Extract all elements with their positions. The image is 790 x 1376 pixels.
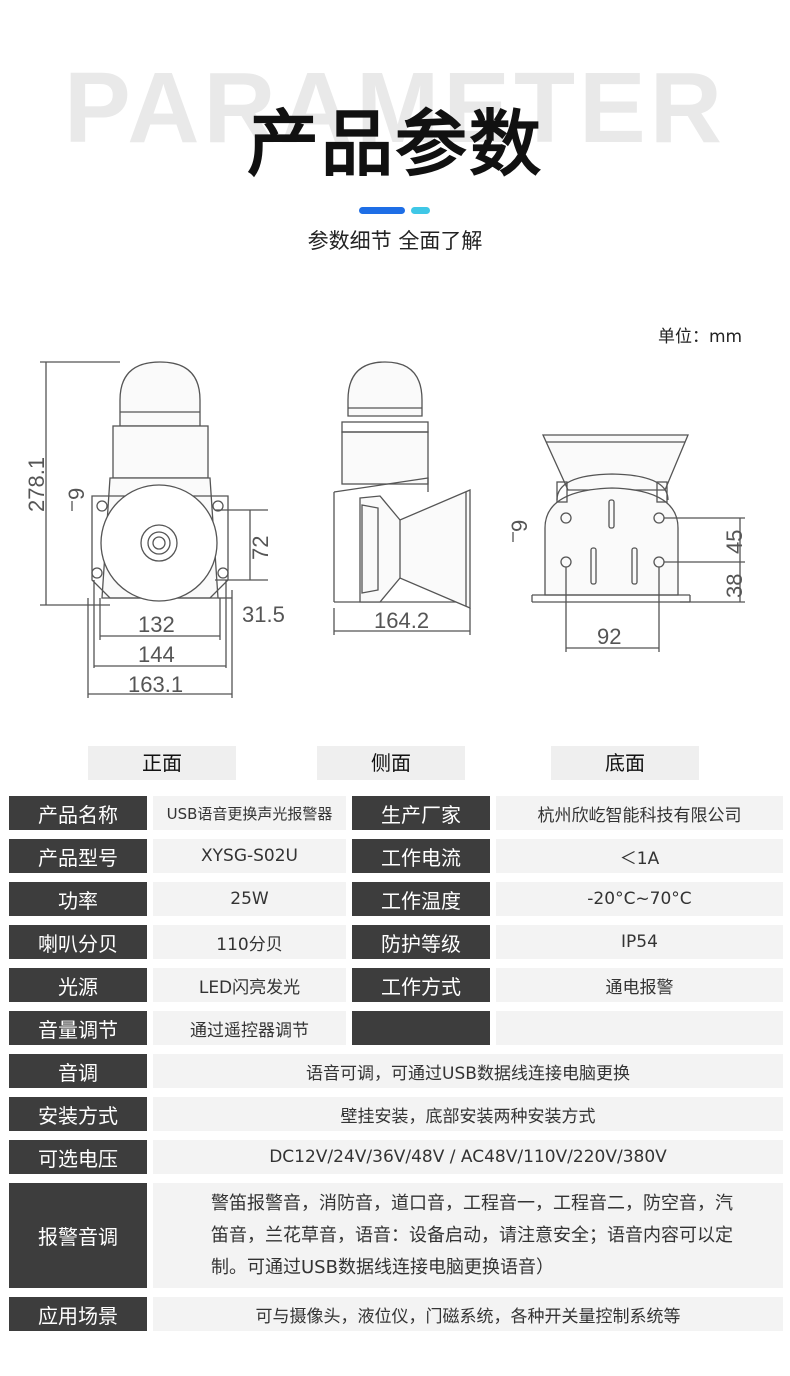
- spec-value: 警笛报警音，消防音，道口音，工程音一，工程音二，防空音，汽笛音，兰花草音，语音：…: [153, 1183, 783, 1288]
- accent-bar-blue: [359, 207, 405, 214]
- dim-front-315: 31.5: [242, 602, 285, 627]
- spec-row: 应用场景 可与摄像头，液位仪，门磁系统，各种开关量控制系统等: [9, 1297, 783, 1331]
- spec-key: 生产厂家: [352, 796, 490, 830]
- spec-key: 防护等级: [352, 925, 490, 959]
- dim-bottom-45: 45: [722, 530, 747, 554]
- spec-row: 产品名称 USB语音更换声光报警器 生产厂家 杭州欣屹智能科技有限公司: [9, 796, 783, 830]
- spec-row: 功率 25W 工作温度 -20°C~70°C: [9, 882, 783, 916]
- spec-value: 110分贝: [153, 925, 346, 959]
- page-title: 产品参数: [246, 102, 543, 186]
- background-word: PARAMETER: [64, 52, 726, 164]
- spec-key: 产品名称: [9, 796, 147, 830]
- spec-value: 可与摄像头，液位仪，门磁系统，各种开关量控制系统等: [153, 1297, 783, 1331]
- view-label-side: 侧面: [317, 746, 465, 780]
- spec-key: 报警音调: [9, 1183, 147, 1288]
- dim-bottom-38: 38: [722, 574, 747, 598]
- spec-value: ＜1A: [496, 839, 783, 873]
- accent-bar-cyan: [411, 207, 430, 214]
- page-subtitle: 参数细节 全面了解: [307, 229, 483, 253]
- spec-value: 语音可调，可通过USB数据线连接电脑更换: [153, 1054, 783, 1088]
- dim-bottom-hole: 9: [507, 520, 532, 532]
- spec-table: 产品名称 USB语音更换声光报警器 生产厂家 杭州欣屹智能科技有限公司 产品型号…: [9, 796, 783, 1340]
- bottom-view-drawing: [512, 434, 745, 652]
- spec-value: LED闪亮发光: [153, 968, 346, 1002]
- spec-row: 报警音调 警笛报警音，消防音，道口音，工程音一，工程音二，防空音，汽笛音，兰花草…: [9, 1183, 783, 1288]
- spec-row: 音调 语音可调，可通过USB数据线连接电脑更换: [9, 1054, 783, 1088]
- spec-key: 工作温度: [352, 882, 490, 916]
- dim-bottom-92: 92: [597, 624, 621, 649]
- spec-value: -20°C~70°C: [496, 882, 783, 916]
- dim-front-132: 132: [138, 612, 175, 637]
- spec-value: 通过遥控器调节: [153, 1011, 346, 1045]
- dim-front-144: 144: [138, 642, 175, 667]
- spec-value: IP54: [496, 925, 783, 959]
- spec-row: 可选电压 DC12V/24V/36V/48V / AC48V/110V/220V…: [9, 1140, 783, 1174]
- dim-front-1631: 163.1: [128, 672, 183, 697]
- header: PARAMETER 产品参数 参数细节 全面了解: [0, 0, 790, 270]
- spec-key: 安装方式: [9, 1097, 147, 1131]
- spec-key: 产品型号: [9, 839, 147, 873]
- dim-front-height: 278.1: [24, 457, 49, 512]
- spec-value-empty: [496, 1011, 783, 1045]
- spec-key: 光源: [9, 968, 147, 1002]
- spec-key-empty: [352, 1011, 490, 1045]
- spec-key: 应用场景: [9, 1297, 147, 1331]
- technical-drawing: 278.1 9 72 31.5 132 144 163.1 164.2 9 45…: [0, 340, 790, 710]
- spec-key: 功率: [9, 882, 147, 916]
- side-view-drawing: [333, 361, 471, 635]
- accent-bars: [359, 207, 431, 214]
- spec-value: 杭州欣屹智能科技有限公司: [496, 796, 783, 830]
- spec-row: 喇叭分贝 110分贝 防护等级 IP54: [9, 925, 783, 959]
- spec-value: XYSG-S02U: [153, 839, 346, 873]
- dim-front-hole: 9: [64, 488, 89, 500]
- unit-label: 单位：mm: [658, 327, 743, 347]
- dim-front-72: 72: [248, 536, 273, 560]
- spec-value: 25W: [153, 882, 346, 916]
- view-label-front: 正面: [88, 746, 236, 780]
- spec-key: 工作电流: [352, 839, 490, 873]
- spec-value: DC12V/24V/36V/48V / AC48V/110V/220V/380V: [153, 1140, 783, 1174]
- view-label-bottom: 底面: [551, 746, 699, 780]
- spec-row: 音量调节 通过遥控器调节: [9, 1011, 783, 1045]
- spec-key: 音量调节: [9, 1011, 147, 1045]
- spec-key: 喇叭分贝: [9, 925, 147, 959]
- spec-row: 产品型号 XYSG-S02U 工作电流 ＜1A: [9, 839, 783, 873]
- spec-key: 工作方式: [352, 968, 490, 1002]
- spec-value: USB语音更换声光报警器: [153, 796, 346, 830]
- spec-key: 音调: [9, 1054, 147, 1088]
- spec-row: 光源 LED闪亮发光 工作方式 通电报警: [9, 968, 783, 1002]
- front-view-drawing: [40, 361, 268, 698]
- spec-key: 可选电压: [9, 1140, 147, 1174]
- spec-value: 通电报警: [496, 968, 783, 1002]
- spec-row: 安装方式 壁挂安装，底部安装两种安装方式: [9, 1097, 783, 1131]
- dim-side-1642: 164.2: [374, 608, 429, 633]
- spec-value: 壁挂安装，底部安装两种安装方式: [153, 1097, 783, 1131]
